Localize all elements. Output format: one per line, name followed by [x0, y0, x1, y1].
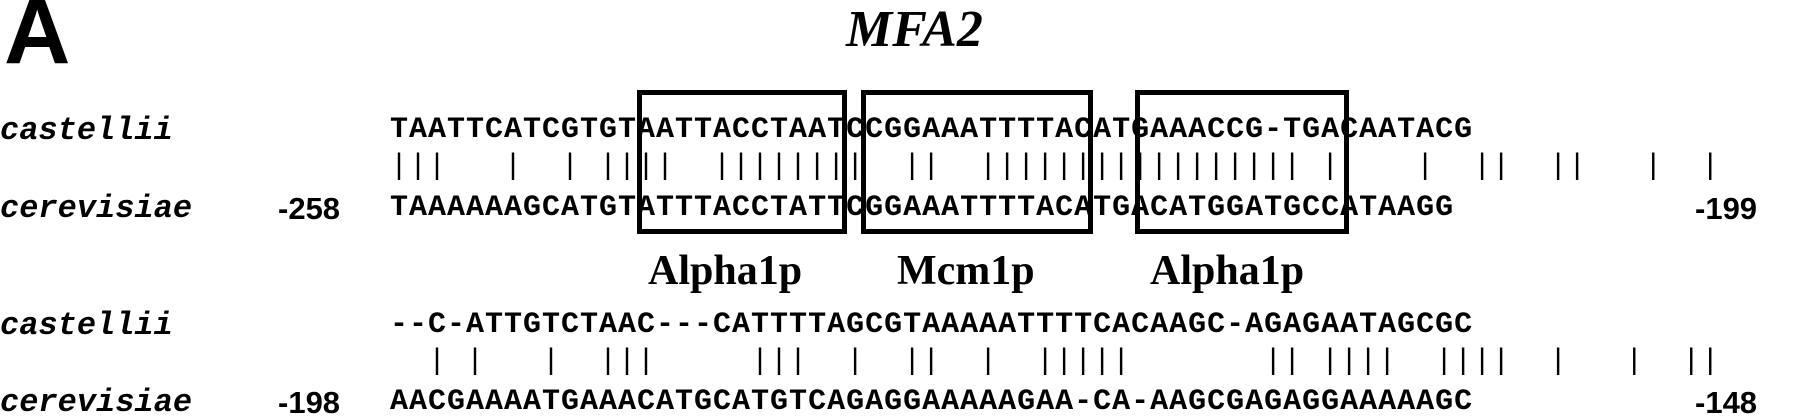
gene-title: MFA2 — [846, 1, 983, 58]
site-box-alpha1p-2 — [1135, 90, 1349, 234]
position-start-row2: -198 — [278, 385, 341, 419]
species-label-castellii-row2: castellii — [0, 307, 173, 344]
species-label-cerevisiae-row1: cerevisiae — [0, 190, 193, 227]
position-end-row2: -148 — [1695, 385, 1758, 419]
position-end-row1: -199 — [1695, 191, 1758, 226]
site-box-alpha1p-1 — [637, 90, 847, 234]
sequence-castellii-row2: --C-ATTGTCTAAC---CATTTTAGCGTAAAAATTTTCAC… — [390, 308, 1474, 342]
panel-letter: A — [4, 0, 71, 83]
match-bars-row2: | | | ||| ||| | || | ||||| || |||| |||| … — [390, 345, 1721, 379]
site-label-alpha1p-1: Alpha1p — [648, 248, 803, 294]
match-bars-row1: ||| | | |||| |||||||| || |||||||||||||||… — [390, 150, 1721, 184]
species-label-castellii-row1: castellii — [0, 112, 173, 149]
sequence-castellii-row1: TAATTCATCGTGTAATTACCTAATCCGGAAATTTTACATG… — [390, 113, 1474, 147]
site-box-mcm1p — [861, 90, 1093, 234]
site-label-mcm1p: Mcm1p — [897, 248, 1035, 294]
site-label-alpha1p-2: Alpha1p — [1150, 248, 1305, 294]
sequence-cerevisiae-row2: AACGAAAATGAAACATGCATGTCAGAGGAAAAAGAA-CA-… — [390, 385, 1474, 419]
position-start-row1: -258 — [278, 191, 341, 226]
sequence-cerevisiae-row1: TAAAAAAGCATGTATTTACCTATTCGGAAATTTTACATGA… — [390, 191, 1455, 225]
species-label-cerevisiae-row2: cerevisiae — [0, 384, 193, 419]
